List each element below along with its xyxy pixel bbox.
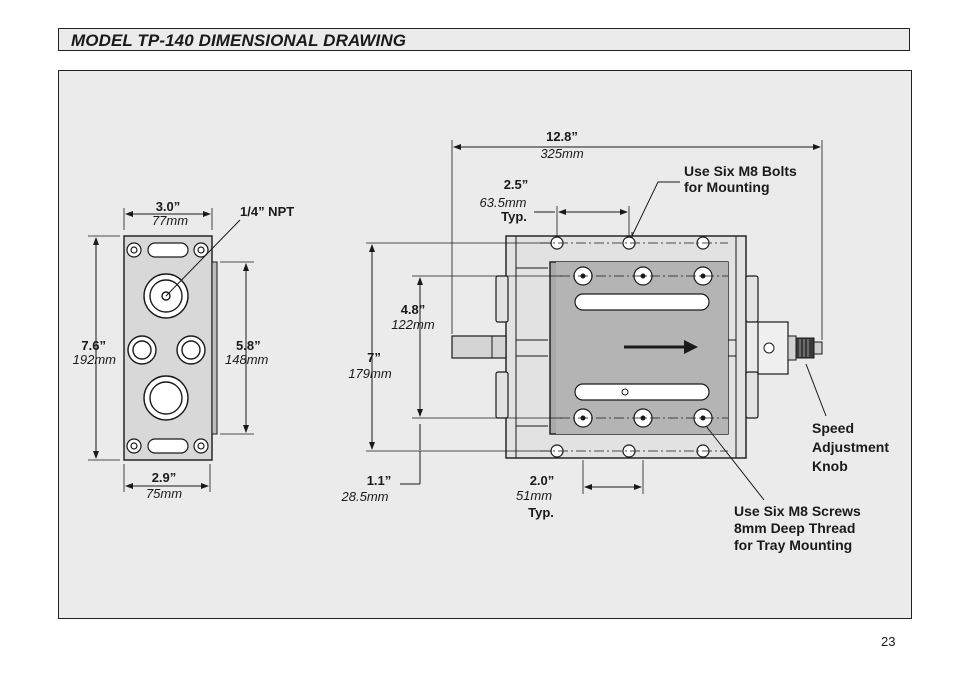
page-number: 23 [881, 634, 896, 649]
screw-spacing-typ: Typ. [528, 505, 554, 520]
knob-note-line-2: Adjustment [812, 439, 889, 455]
screw-spacing-inch: 2.0” [530, 473, 555, 488]
screw-spacing-mm: 51mm [516, 488, 552, 503]
end-height-inch: 7.6” [81, 338, 106, 353]
end-width-bottom-mm: 75mm [146, 486, 182, 501]
overall-width-mm: 179mm [348, 366, 392, 381]
port-label: 1/4” NPT [240, 204, 294, 219]
inner-width-mm: 122mm [391, 317, 435, 332]
end-inner-height-inch: 5.8” [236, 338, 261, 353]
page-title: MODEL TP-140 DIMENSIONAL DRAWING [71, 31, 407, 50]
knob-note-line-1: Speed [812, 420, 854, 436]
offset-mm: 28.5mm [341, 489, 389, 504]
end-inner-height-mm: 148mm [225, 352, 269, 367]
overall-length-mm: 325mm [540, 146, 584, 161]
title-bar: MODEL TP-140 DIMENSIONAL DRAWING [58, 28, 910, 51]
end-view [88, 208, 254, 492]
top-view [366, 140, 827, 501]
bolts-note-line-1: Use Six M8 Bolts [684, 163, 797, 179]
end-width-top-mm: 77mm [152, 213, 188, 228]
end-width-top-inch: 3.0” [156, 199, 181, 214]
overall-width-inch: 7” [367, 350, 381, 365]
bolt-spacing-mm: 63.5mm [480, 195, 527, 210]
knob-note-line-3: Knob [812, 458, 848, 474]
bolts-note-line-2: for Mounting [684, 179, 770, 195]
inner-width-inch: 4.8” [401, 302, 426, 317]
bolt-spacing-inch: 2.5” [504, 177, 529, 192]
bolt-spacing-typ: Typ. [501, 209, 527, 224]
screws-note-line-1: Use Six M8 Screws [734, 503, 861, 519]
screws-note-line-3: for Tray Mounting [734, 537, 852, 553]
end-height-mm: 192mm [73, 352, 117, 367]
end-width-bottom-inch: 2.9” [152, 470, 177, 485]
offset-inch: 1.1” [367, 473, 392, 488]
screws-note-line-2: 8mm Deep Thread [734, 520, 855, 536]
overall-length-inch: 12.8” [546, 129, 578, 144]
